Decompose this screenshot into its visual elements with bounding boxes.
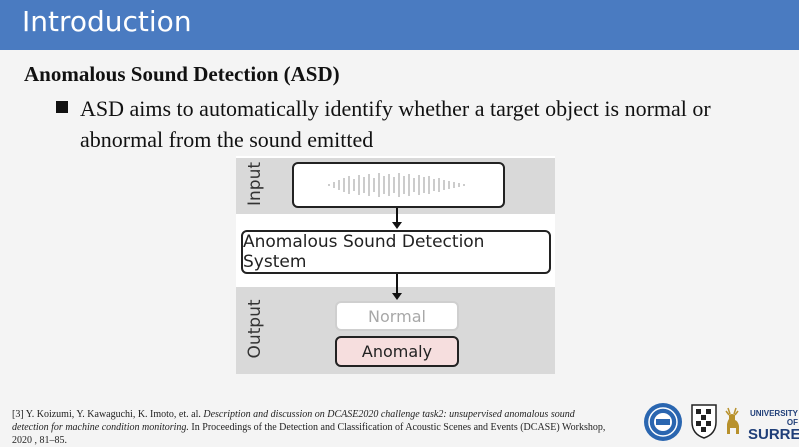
footnote-title: Description and discussion on DCASE2020 … bbox=[12, 409, 575, 433]
bullet-text: ASD aims to automatically identify wheth… bbox=[80, 96, 711, 152]
surrey-logo-big: SURREY bbox=[748, 426, 799, 443]
output-label: Output bbox=[245, 299, 265, 359]
slide-title: Introduction bbox=[22, 5, 192, 38]
footnote-prefix: [3] Y. Koizumi, Y. Kawaguchi, K. Imoto, … bbox=[12, 409, 204, 420]
asd-diagram: Input Output bbox=[236, 156, 555, 374]
anomaly-box: Anomaly bbox=[335, 336, 459, 367]
arrow-down-icon bbox=[392, 208, 402, 229]
surrey-logo-small: UNIVERSITY OF bbox=[749, 409, 798, 427]
arrow-down-icon bbox=[392, 274, 402, 300]
footnote-suffix: In Proceedings of the Detection and Clas… bbox=[12, 422, 606, 446]
surrey-logo: UNIVERSITY OF SURREY bbox=[748, 409, 799, 443]
university-shield-logo bbox=[691, 404, 717, 439]
stag-logo-icon bbox=[725, 407, 739, 434]
university-seal-logo bbox=[644, 403, 682, 441]
waveform-icon bbox=[328, 173, 464, 197]
footnote: [3] Y. Koizumi, Y. Kawaguchi, K. Imoto, … bbox=[12, 408, 612, 447]
title-bar: Introduction bbox=[0, 0, 799, 50]
system-box: Anomalous Sound Detection System bbox=[241, 230, 551, 274]
normal-box: Normal bbox=[335, 301, 459, 331]
bullet-marker bbox=[56, 101, 68, 113]
input-label: Input bbox=[245, 161, 265, 207]
slide-subtitle: Anomalous Sound Detection (ASD) bbox=[24, 62, 340, 86]
waveform-box bbox=[292, 162, 505, 208]
